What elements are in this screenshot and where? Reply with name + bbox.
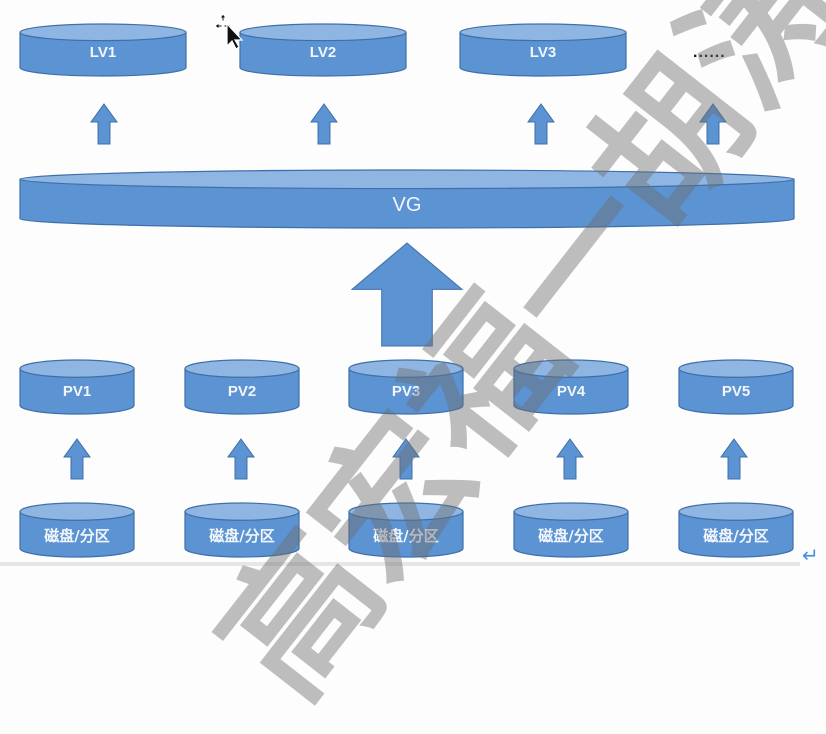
cylinder-top (513, 359, 629, 378)
arrow-shape (63, 438, 91, 480)
lv-label: LV2 (309, 44, 337, 61)
arrow-shape (392, 438, 420, 480)
pv-label: PV5 (721, 383, 751, 400)
pv-cylinder-5: PV5 (678, 359, 794, 415)
cylinder-top (678, 502, 794, 521)
pv-label: PV4 (556, 383, 586, 400)
arrow-shape (310, 103, 338, 145)
move-cursor-icon (213, 12, 253, 52)
cylinder-body (19, 511, 135, 558)
cylinder-shape (239, 23, 407, 77)
cylinder-body (459, 31, 627, 77)
divider (0, 562, 800, 566)
arrow-up-icon (699, 103, 727, 145)
cylinder-body (348, 511, 464, 558)
cylinder-body (678, 368, 794, 415)
lv-cylinder-1: LV1 (19, 23, 187, 77)
cylinder-shape (459, 23, 627, 77)
cylinder-top (184, 359, 300, 378)
cylinder-top (459, 23, 627, 42)
pv-label: PV2 (227, 383, 257, 400)
pv-cylinder-4: PV4 (513, 359, 629, 415)
cylinder-top (678, 359, 794, 378)
cylinder-body (239, 31, 407, 77)
pv-cylinder-1: PV1 (19, 359, 135, 415)
arrow-up-icon (392, 438, 420, 480)
big-arrow-up-icon (350, 242, 464, 347)
arrow-shape (699, 103, 727, 145)
disk-cylinder-2: 磁盘/分区 (184, 502, 300, 558)
cylinder-body (348, 368, 464, 415)
arrow-shape (556, 438, 584, 480)
more-lvs-ellipsis: ...... (693, 44, 726, 61)
disk-label: 磁盘/分区 (373, 527, 439, 545)
pv-cylinder-3: PV3 (348, 359, 464, 415)
vg-label: VG (392, 194, 422, 216)
cylinder-body (19, 178, 795, 229)
cylinder-body (19, 31, 187, 77)
disk-cylinder-3: 磁盘/分区 (348, 502, 464, 558)
cylinder-body (184, 511, 300, 558)
disk-label: 磁盘/分区 (703, 527, 769, 545)
cylinder-shape (513, 359, 629, 415)
cylinder-top (184, 502, 300, 521)
cylinder-shape (19, 169, 795, 229)
arrow-up-icon (63, 438, 91, 480)
disk-cylinder-1: 磁盘/分区 (19, 502, 135, 558)
arrow-up-icon (556, 438, 584, 480)
cylinder-shape (19, 502, 135, 558)
pv-label: PV1 (62, 383, 92, 400)
disk-label: 磁盘/分区 (538, 527, 604, 545)
cylinder-top (239, 23, 407, 42)
lv-cylinder-2: LV2 (239, 23, 407, 77)
disk-cylinder-5: 磁盘/分区 (678, 502, 794, 558)
arrow-up-icon (90, 103, 118, 145)
disk-cylinder-4: 磁盘/分区 (513, 502, 629, 558)
vg-cylinder: VG (19, 169, 795, 229)
cylinder-shape (678, 359, 794, 415)
cylinder-top (348, 502, 464, 521)
cylinder-body (184, 368, 300, 415)
cylinder-shape (348, 359, 464, 415)
cylinder-top (19, 23, 187, 42)
cylinder-body (678, 511, 794, 558)
pv-label: PV3 (391, 383, 421, 400)
pv-cylinder-2: PV2 (184, 359, 300, 415)
cylinder-shape (678, 502, 794, 558)
cylinder-top (19, 502, 135, 521)
cylinder-body (513, 368, 629, 415)
arrow-up-icon (720, 438, 748, 480)
arrow-shape (227, 438, 255, 480)
cylinder-shape (348, 502, 464, 558)
cylinder-top (348, 359, 464, 378)
arrow-shape (350, 242, 464, 347)
cylinder-body (513, 511, 629, 558)
lv-label: LV3 (529, 44, 557, 61)
cylinder-shape (513, 502, 629, 558)
cylinder-shape (19, 23, 187, 77)
cylinder-top (19, 169, 795, 190)
cylinder-shape (19, 359, 135, 415)
arrow-up-icon (227, 438, 255, 480)
lv-cylinder-3: LV3 (459, 23, 627, 77)
disk-label: 磁盘/分区 (44, 527, 110, 545)
cylinder-top (19, 359, 135, 378)
cylinder-shape (184, 359, 300, 415)
cylinder-shape (184, 502, 300, 558)
lv-label: LV1 (89, 44, 117, 61)
arrow-shape (527, 103, 555, 145)
cylinder-top (513, 502, 629, 521)
disk-label: 磁盘/分区 (209, 527, 275, 545)
arrow-up-icon (527, 103, 555, 145)
arrow-shape (90, 103, 118, 145)
arrow-up-icon (310, 103, 338, 145)
arrow-shape (720, 438, 748, 480)
return-icon: ↵ (802, 545, 819, 567)
cylinder-body (19, 368, 135, 415)
